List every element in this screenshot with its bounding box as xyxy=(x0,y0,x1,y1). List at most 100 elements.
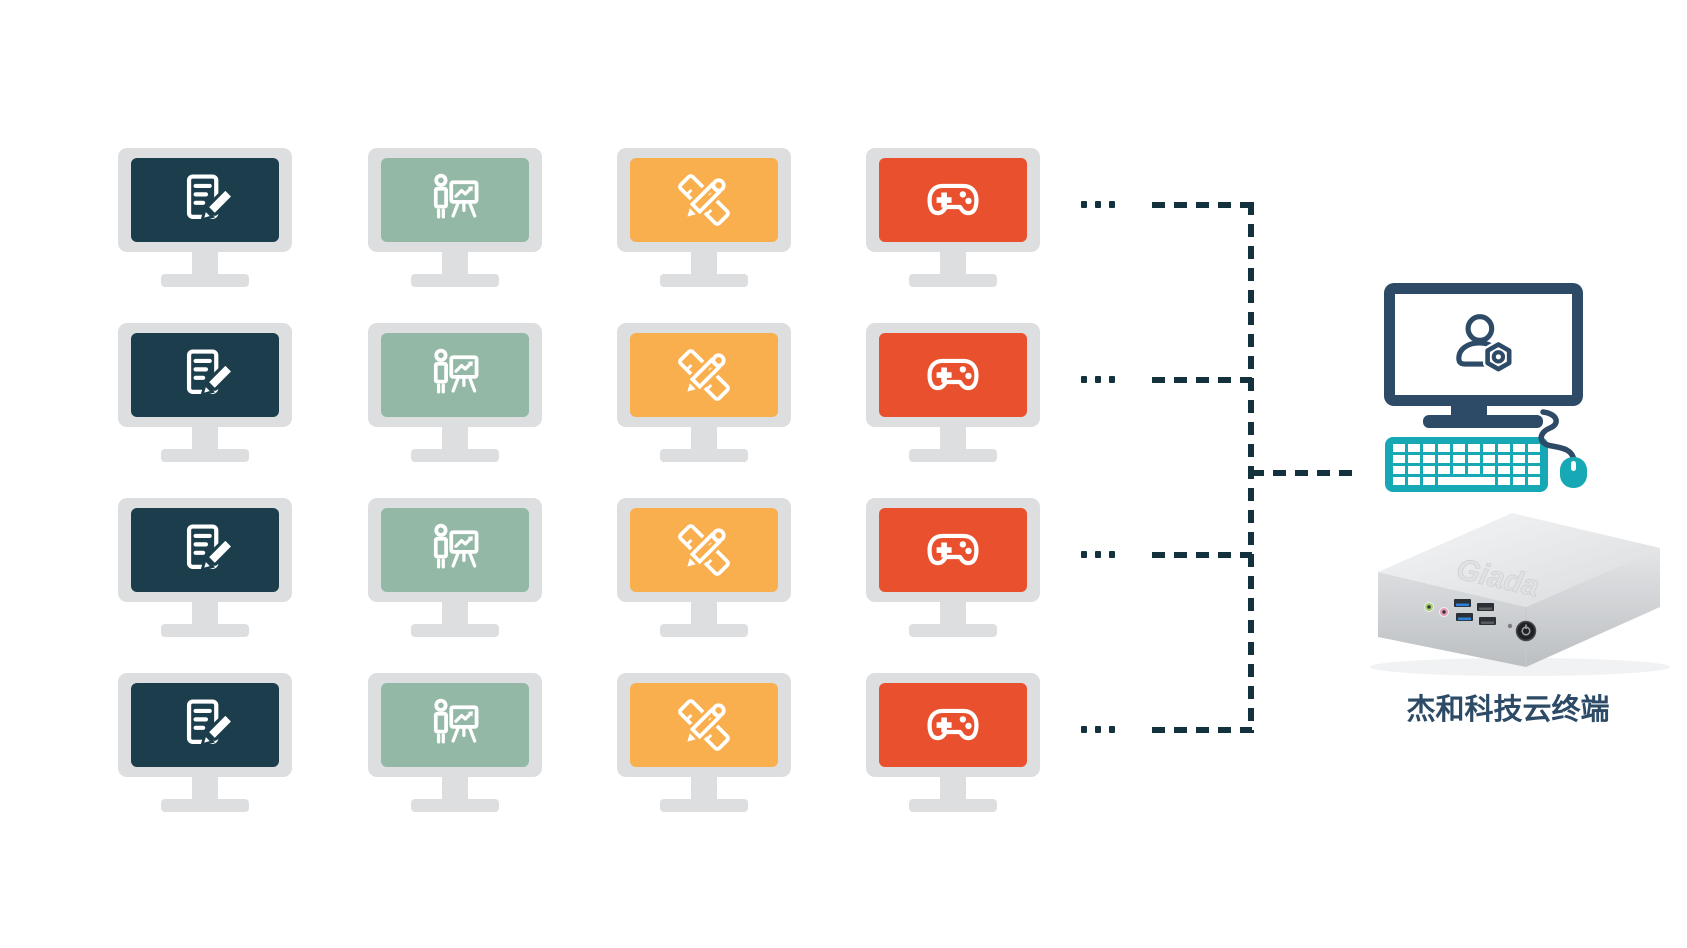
monitor-base xyxy=(660,799,748,812)
monitor-screen xyxy=(131,333,279,417)
keyboard-keys xyxy=(1393,444,1540,485)
monitor-frame xyxy=(118,148,292,252)
monitor-base xyxy=(161,624,249,637)
monitor-stand xyxy=(442,426,468,452)
monitor-base xyxy=(909,274,997,287)
monitor-screen xyxy=(381,508,529,592)
monitor-stand xyxy=(192,426,218,452)
keyboard xyxy=(1385,437,1548,492)
connector-admin xyxy=(1251,470,1354,476)
monitor-screen xyxy=(630,508,778,592)
connector-row-4 xyxy=(1152,727,1252,733)
keyboard-spacebar xyxy=(1438,477,1494,485)
document-edit-icon xyxy=(175,520,235,580)
monitor-frame xyxy=(118,323,292,427)
monitor-screen xyxy=(879,683,1027,767)
monitor-frame xyxy=(368,323,542,427)
monitor-screen xyxy=(381,333,529,417)
monitor-base xyxy=(660,449,748,462)
document-edit-icon xyxy=(175,695,235,755)
connector-trunk xyxy=(1248,202,1254,733)
monitor-stand xyxy=(192,601,218,627)
monitor-screen xyxy=(381,683,529,767)
monitor-base xyxy=(161,449,249,462)
monitor-frame xyxy=(368,148,542,252)
cloud-terminal-device: Giada xyxy=(1370,513,1670,676)
client-monitor-gaming xyxy=(866,673,1040,812)
client-monitor-presentation xyxy=(368,148,542,287)
ruler-pencil-icon xyxy=(674,170,734,230)
client-monitor-documents xyxy=(118,673,292,812)
gamepad-icon xyxy=(923,170,983,230)
monitor-frame xyxy=(617,148,791,252)
client-monitor-gaming xyxy=(866,148,1040,287)
gamepad-icon xyxy=(923,520,983,580)
document-edit-icon xyxy=(175,170,235,230)
client-monitor-design xyxy=(617,498,791,637)
monitor-stand xyxy=(691,601,717,627)
row-ellipsis xyxy=(1081,201,1115,208)
monitor-frame xyxy=(866,323,1040,427)
monitor-frame xyxy=(866,498,1040,602)
monitor-frame xyxy=(118,673,292,777)
monitor-base xyxy=(909,624,997,637)
client-monitor-presentation xyxy=(368,498,542,637)
mouse xyxy=(1560,457,1587,488)
monitor-screen xyxy=(630,333,778,417)
monitor-base xyxy=(909,449,997,462)
document-edit-icon xyxy=(175,345,235,405)
presentation-chart-icon xyxy=(425,170,485,230)
monitor-stand xyxy=(442,251,468,277)
monitor-screen xyxy=(879,158,1027,242)
monitor-stand xyxy=(940,426,966,452)
monitor-frame xyxy=(617,673,791,777)
monitor-screen xyxy=(381,158,529,242)
monitor-stand xyxy=(940,776,966,802)
gamepad-icon xyxy=(923,345,983,405)
presentation-chart-icon xyxy=(425,695,485,755)
monitor-screen xyxy=(879,508,1027,592)
monitor-base xyxy=(909,799,997,812)
monitor-base xyxy=(161,274,249,287)
monitor-frame xyxy=(368,673,542,777)
monitor-stand xyxy=(192,251,218,277)
connector-row-3 xyxy=(1152,552,1252,558)
monitor-stand xyxy=(442,601,468,627)
monitor-screen xyxy=(879,333,1027,417)
admin-monitor xyxy=(1384,283,1583,406)
row-ellipsis xyxy=(1081,726,1115,733)
reset-pinhole xyxy=(1507,623,1513,629)
client-monitor-design xyxy=(617,148,791,287)
connector-row-1 xyxy=(1152,202,1252,208)
client-monitor-gaming xyxy=(866,323,1040,462)
monitor-screen xyxy=(630,683,778,767)
monitor-base xyxy=(411,799,499,812)
monitor-frame xyxy=(118,498,292,602)
admin-monitor-stand xyxy=(1451,405,1487,417)
monitor-frame xyxy=(617,323,791,427)
gamepad-icon xyxy=(923,695,983,755)
monitor-stand xyxy=(691,776,717,802)
monitor-stand xyxy=(940,251,966,277)
device-shadow xyxy=(1370,658,1670,676)
monitor-stand xyxy=(192,776,218,802)
monitor-frame xyxy=(617,498,791,602)
monitor-frame xyxy=(866,148,1040,252)
ruler-pencil-icon xyxy=(674,345,734,405)
monitor-frame xyxy=(368,498,542,602)
monitor-screen xyxy=(131,683,279,767)
mouse-cable xyxy=(1538,409,1577,463)
monitor-stand xyxy=(442,776,468,802)
device-front-face xyxy=(1378,548,1660,667)
connector-row-2 xyxy=(1152,377,1252,383)
monitor-screen xyxy=(630,158,778,242)
client-monitor-presentation xyxy=(368,673,542,812)
monitor-stand xyxy=(691,251,717,277)
monitor-stand xyxy=(691,426,717,452)
device-ports xyxy=(1424,599,1537,642)
monitor-base xyxy=(411,274,499,287)
terminal-label: 杰和科技云终端 xyxy=(1406,694,1610,726)
monitor-base xyxy=(161,799,249,812)
row-ellipsis xyxy=(1081,551,1115,558)
client-monitor-documents xyxy=(118,498,292,637)
